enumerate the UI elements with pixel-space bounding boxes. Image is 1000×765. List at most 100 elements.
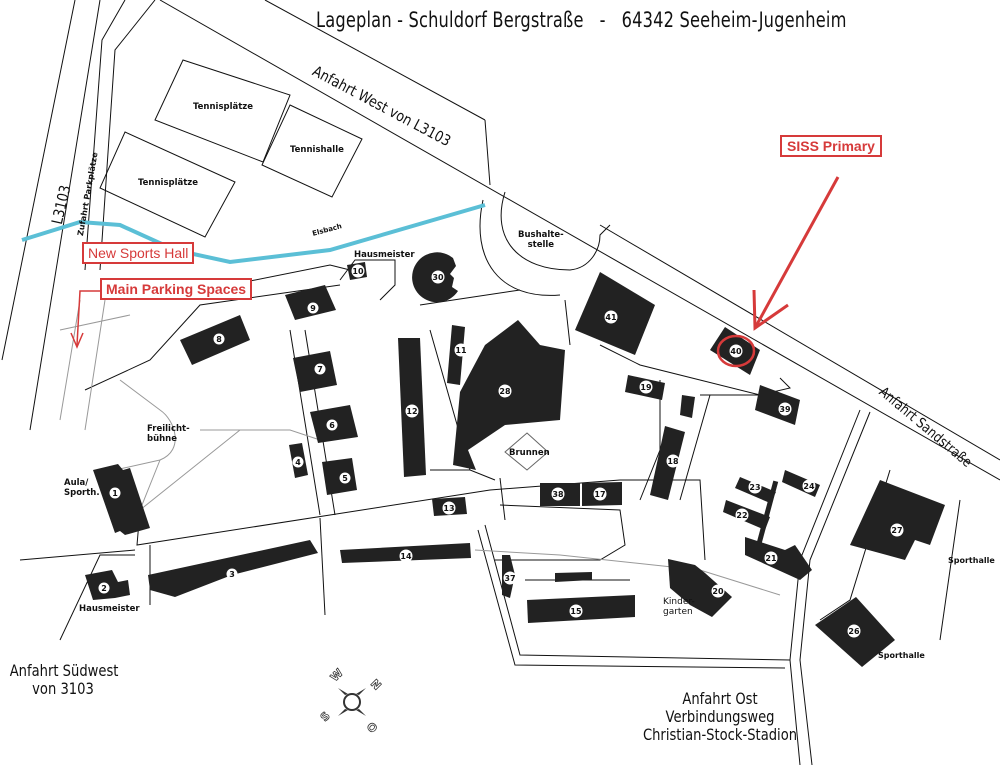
label-freilichtbuehne: Freilicht- bühne [147,424,190,444]
path [19,549,136,561]
building-number-24: 24 [803,482,815,491]
road-edge [484,119,491,186]
building-number-17: 17 [594,490,605,499]
path [495,504,626,561]
building-27 [850,480,945,560]
building-badge-4 [292,456,304,468]
building-number-28: 28 [499,387,511,396]
building-badge-26 [847,624,861,638]
building-badge-13 [442,501,456,515]
building-number-5: 5 [342,474,348,483]
building-badge-39 [778,402,792,416]
building-7 [293,351,337,392]
building-3 [148,540,318,597]
building-21 [745,537,812,580]
path-garden [139,459,161,511]
building-badge-40 [729,344,743,358]
tennis-court-2 [99,131,236,238]
path [499,477,506,521]
road-l3103-edge [29,0,101,431]
path-garden [114,379,176,471]
road-east-edge [484,524,791,661]
building-badge-9 [307,302,319,314]
building-number-7: 7 [317,365,323,374]
road-west-edge [159,0,1000,481]
fountain-brunnen [504,432,549,471]
building-number-41: 41 [605,313,617,322]
building-number-10: 10 [352,267,364,276]
building-number-2: 2 [101,584,107,593]
road-east-edge [789,409,861,765]
building-number-13: 13 [443,504,454,513]
path [229,264,351,286]
building-badge-27 [890,523,904,537]
building-number-8: 8 [216,335,222,344]
label-hausmeister-north: Hausmeister [354,250,415,260]
building-badge-23 [748,480,762,494]
building-badge-1 [109,487,121,499]
label-tennishalle: Tennishalle [290,145,344,155]
building-number-22: 22 [736,511,747,520]
label-anfahrt-ost: Anfahrt Ost Verbindungsweg Christian-Sto… [642,689,798,744]
arrow-main-parking [76,290,100,346]
building-number-4: 4 [295,458,301,467]
road-edge [479,199,561,296]
building-badge-21 [764,551,778,565]
label-tennisplaetze-1: Tennisplätze [193,102,254,112]
label-sporthalle-26: Sporthalle [878,651,925,660]
building-number-40: 40 [730,347,742,356]
annotation-main-parking-spaces: Main Parking Spaces [100,278,253,300]
building-number-6: 6 [329,421,335,430]
building-9 [285,285,336,320]
building-number-12: 12 [406,407,417,416]
road-parking-access-edge [99,0,156,271]
building-number-18: 18 [667,457,679,466]
building-number-19: 19 [640,383,652,392]
compass-w: W [328,666,346,684]
highlight-circle-building-40 [716,334,756,368]
building-badge-30 [431,270,445,284]
building-number-11: 11 [455,346,467,355]
building-number-27: 27 [891,526,902,535]
building-number-23: 23 [749,483,760,492]
road-parking-access-edge [84,0,126,271]
label-kindergarten: Kinder- garten [663,597,695,617]
path [59,554,135,641]
building-number-1: 1 [112,489,118,498]
path-garden [474,549,781,596]
compass-o: O [364,720,380,736]
path-garden [139,429,241,511]
building-1 [93,464,150,535]
building-number-9: 9 [310,304,316,313]
building-connector [756,480,779,545]
label-anfahrt-suedwest: Anfahrt Südwest von 3103 [9,661,119,698]
road-east-edge [477,529,786,669]
road-east-edge [799,411,871,765]
building-number-38: 38 [552,490,564,499]
building-small [555,572,592,582]
road-sandstrasse-edge [599,224,1000,461]
label-tennisplaetze-2: Tennisplätze [138,178,199,188]
path [620,479,706,561]
building-badge-19 [639,380,653,394]
path [564,299,571,346]
building-badge-11 [454,343,468,357]
building-badge-17 [593,487,607,501]
arrow-head-main-parking [70,332,84,349]
building-badge-12 [405,404,419,418]
building-badge-22 [735,508,749,522]
building-5 [322,458,357,495]
annotation-new-sports-hall: New Sports Hall [82,242,195,264]
road-l3103-edge [1,0,76,361]
path [679,394,711,501]
building-39 [755,385,800,425]
path [599,344,701,381]
building-badge-15 [569,604,583,618]
path [319,517,326,616]
compass-s: S [318,709,333,724]
path-garden [200,429,321,441]
building-number-30: 30 [432,273,444,282]
path [84,284,341,391]
building-20 [668,559,732,617]
building-badge-6 [326,419,338,431]
